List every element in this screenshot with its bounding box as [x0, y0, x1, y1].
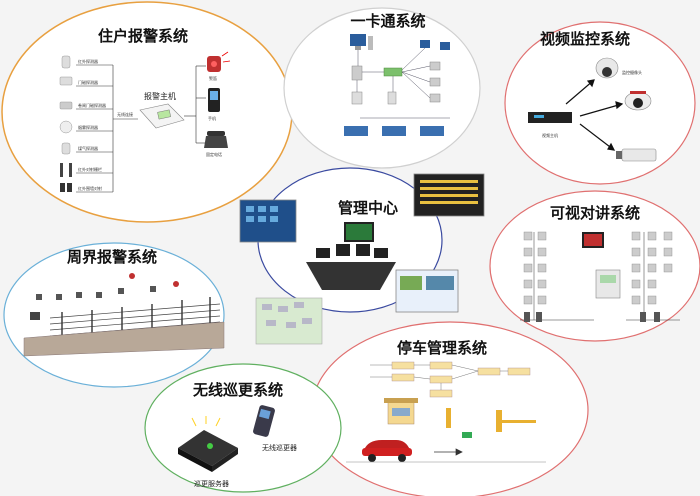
- card-ellipse: [283, 7, 481, 169]
- video-ellipse: [504, 21, 696, 185]
- perimeter-fence: [23, 297, 225, 357]
- wireless-label: 无线连接: [117, 111, 133, 117]
- siren-label: 警笛: [209, 75, 217, 81]
- landline-label: 固定电话: [206, 151, 222, 157]
- barrier-gates: [446, 408, 536, 438]
- card-title: 一卡通系统: [350, 12, 425, 30]
- screen-bottom-right: [395, 269, 459, 313]
- card-computer-icon: [350, 34, 373, 50]
- patrol-server-icon: [178, 416, 238, 472]
- patrol-device-icon: [253, 405, 275, 437]
- intercom-system: 可视对讲系统: [520, 204, 680, 322]
- detector-label: 煤气探测器: [78, 145, 98, 151]
- video-arrows: [565, 79, 624, 151]
- camera-label: 监控摄像头: [622, 69, 642, 75]
- detector-label: 卷闸门磁探测器: [78, 102, 106, 108]
- screen-left: [239, 199, 297, 243]
- parking-direction-arrow: [434, 448, 463, 456]
- patrol-title: 无线巡更系统: [192, 381, 283, 399]
- alarm-host-label: 报警主机: [144, 91, 176, 101]
- intercom-right-units: [626, 231, 680, 322]
- intercom-left-units: [520, 231, 594, 322]
- video-title: 视频监控系统: [540, 30, 630, 48]
- control-console: [306, 222, 396, 290]
- phone-label: 手机: [208, 115, 216, 121]
- video-system: 视频监控系统 监控摄像头 视频主机: [528, 30, 657, 162]
- detector-label: 烟雾探测器: [78, 124, 98, 130]
- intercom-unit-screen: [600, 275, 616, 283]
- mobile-phone-icon: [208, 88, 220, 112]
- management-center: 管理中心: [239, 173, 485, 345]
- detector-label: 红外对射栅栏: [78, 166, 102, 172]
- card-terminal-icons: [344, 126, 444, 136]
- patrol-server-label: 巡更服务器: [194, 479, 229, 488]
- perimeter-title: 周界报警系统: [67, 248, 157, 266]
- toll-booth-icon: [384, 398, 418, 425]
- card-system: 一卡通系统: [344, 12, 450, 136]
- detector-icons: [59, 55, 73, 192]
- dvr-host-icon: [528, 112, 572, 123]
- car-icon: [362, 440, 412, 462]
- perimeter-system: 周界报警系统: [23, 248, 225, 357]
- detector-label: 门磁探测器: [78, 79, 98, 85]
- siren-icon: [207, 51, 231, 72]
- intercom-management-unit: [595, 269, 621, 299]
- detector-label: 红外探测器: [78, 58, 98, 64]
- host-output-lines: [184, 65, 206, 144]
- site-map-image: [255, 297, 323, 345]
- intercom-title: 可视对讲系统: [550, 204, 640, 222]
- detector-list: 红外探测器 门磁探测器 卷闸门磁探测器 烟雾探测器 煤气探测器 红外对射栅栏 红…: [59, 55, 138, 193]
- screen-top-right: [413, 173, 485, 217]
- card-network-lines: [356, 47, 450, 119]
- parking-system: 停车管理系统: [346, 339, 546, 463]
- ceiling-camera-icon: [624, 91, 652, 111]
- detector-label: 红外围墙对射: [78, 185, 102, 191]
- alarm-host: 报警主机: [139, 91, 185, 129]
- detector-labels: 红外探测器 门磁探测器 卷闸门磁探测器 烟雾探测器 煤气探测器 红外对射栅栏 红…: [78, 58, 106, 191]
- detector-lines: [76, 64, 138, 193]
- home-alarm-title: 住户报警系统: [98, 27, 188, 45]
- perimeter-devices: [36, 273, 179, 300]
- intercom-monitor-icon: [582, 232, 604, 248]
- home-alarm-system: 住户报警系统 红外探测器 门磁探测器 卷闸门磁探测器 烟雾探测器 煤气探测器: [59, 27, 231, 193]
- dome-camera-icon: [595, 57, 619, 79]
- center-title: 管理中心: [338, 199, 398, 217]
- patrol-system: 无线巡更系统 巡更服务器 无线巡更器: [178, 381, 297, 488]
- landline-phone-icon: [204, 131, 228, 148]
- bullet-camera-icon: [616, 148, 657, 162]
- card-reader-icons: [351, 40, 450, 105]
- dvr-label: 视频主机: [542, 132, 558, 138]
- parking-flow-boxes: [370, 361, 531, 398]
- patrol-device-label: 无线巡更器: [262, 443, 297, 452]
- parking-title: 停车管理系统: [397, 339, 487, 357]
- card-controller: [383, 67, 403, 77]
